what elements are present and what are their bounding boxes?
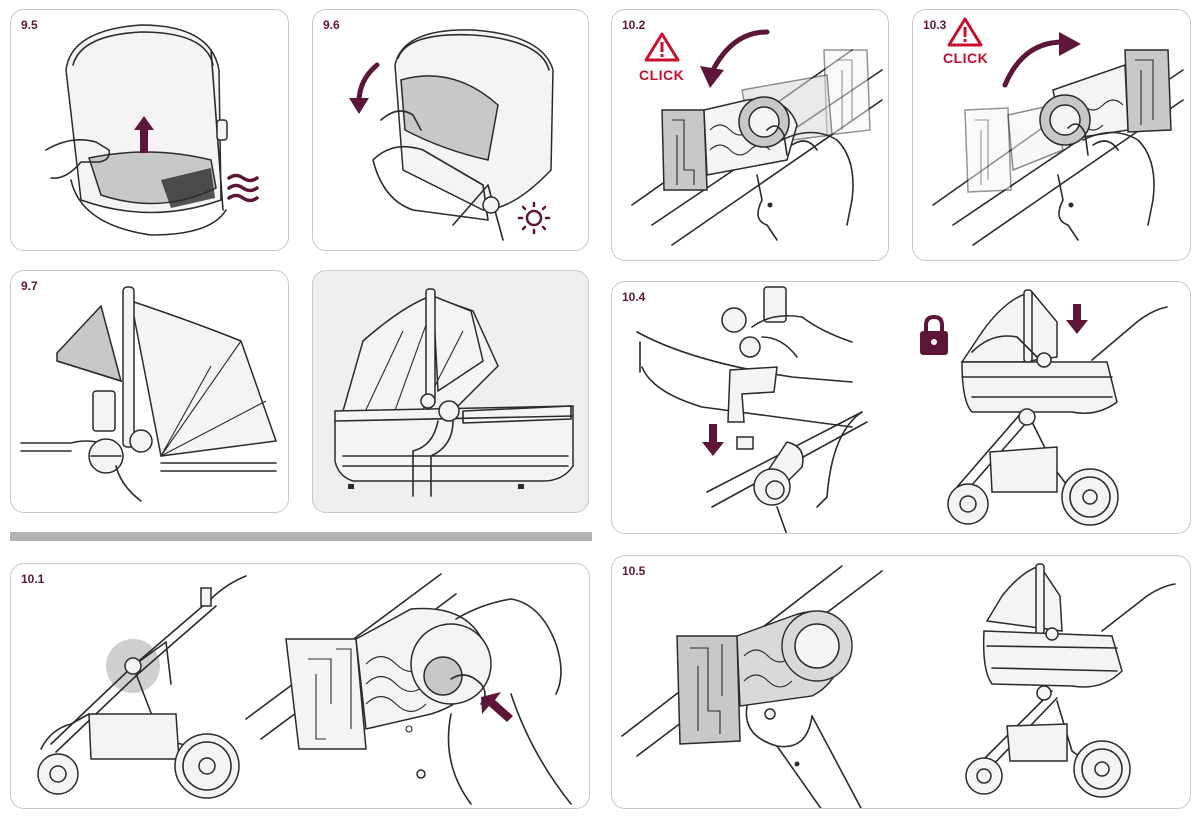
panel-step-9-6: 9.6: [312, 9, 589, 251]
down-arrow-icon: [702, 424, 724, 456]
sun-icon: [517, 201, 551, 235]
step-number: 10.2: [622, 18, 646, 32]
section-divider: [10, 532, 592, 541]
panel-step-10-4: 10.4: [611, 281, 1191, 534]
step-number: 9.5: [21, 18, 38, 32]
step-number: 9.6: [323, 18, 340, 32]
bassinet-attach-closeup-illustration: [636, 286, 868, 533]
click-label: CLICK: [639, 67, 685, 83]
step-number: 10.3: [923, 18, 947, 32]
hinge-locked-closeup-illustration: [621, 565, 883, 808]
stroller-with-bassinet-illustration: [947, 289, 1168, 526]
warning-icon: [947, 17, 983, 47]
step-number: 10.5: [622, 564, 646, 578]
panel-step-9-5: 9.5: [10, 9, 289, 251]
down-arrow-icon: [1066, 304, 1088, 334]
bassinet-assembled-illustration: [334, 288, 574, 497]
step-number: 10.1: [21, 572, 45, 586]
curved-arrow-icon: [1002, 32, 1081, 88]
warning-icon: [644, 32, 680, 62]
bassinet-canopy-folding-illustration: [372, 29, 554, 241]
curved-arrow-icon: [700, 29, 770, 88]
panel-step-9-7: 9.7: [10, 270, 289, 513]
step-number: 9.7: [21, 279, 38, 293]
handle-hinge-unfold-illustration: [932, 49, 1184, 246]
stroller-bassinet-complete-illustration: [965, 563, 1176, 798]
panel-step-10-3: 10.3 CLICK: [912, 9, 1191, 261]
up-arrow-icon: [134, 116, 154, 153]
air-flow-icon: [227, 173, 259, 203]
push-arrow-icon: [481, 692, 513, 722]
lock-icon: [920, 314, 948, 355]
handle-hinge-fold-illustration: [631, 49, 883, 246]
panel-step-10-5: 10.5: [611, 555, 1191, 809]
panel-step-10-2: 10.2 CLICK: [611, 9, 889, 261]
panel-step-10-1: 10.1: [10, 563, 590, 809]
canopy-rotation-illustration: [20, 286, 278, 502]
step-number: 10.4: [622, 290, 646, 304]
down-curved-arrow-icon: [349, 62, 380, 114]
stroller-frame-illustration: [37, 575, 247, 799]
panel-bassinet-result: [312, 270, 589, 513]
click-label: CLICK: [943, 50, 989, 66]
hinge-button-closeup-illustration: [245, 573, 572, 805]
